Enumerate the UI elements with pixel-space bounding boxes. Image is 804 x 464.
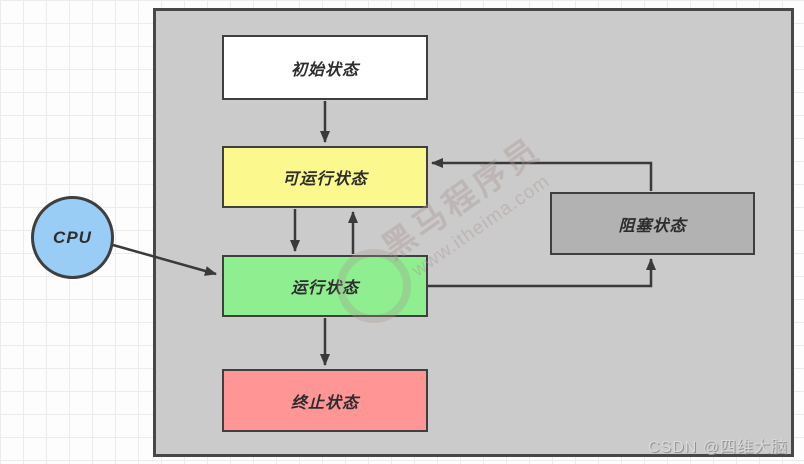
node-runnable-state: 可运行状态 [222, 146, 428, 208]
node-initial-state: 初始状态 [222, 35, 428, 100]
node-terminated-state: 终止状态 [222, 369, 428, 432]
node-blocked-state: 阻塞状态 [550, 192, 755, 255]
node-running-state: 运行状态 [222, 255, 428, 317]
node-cpu: CPU [31, 196, 114, 279]
